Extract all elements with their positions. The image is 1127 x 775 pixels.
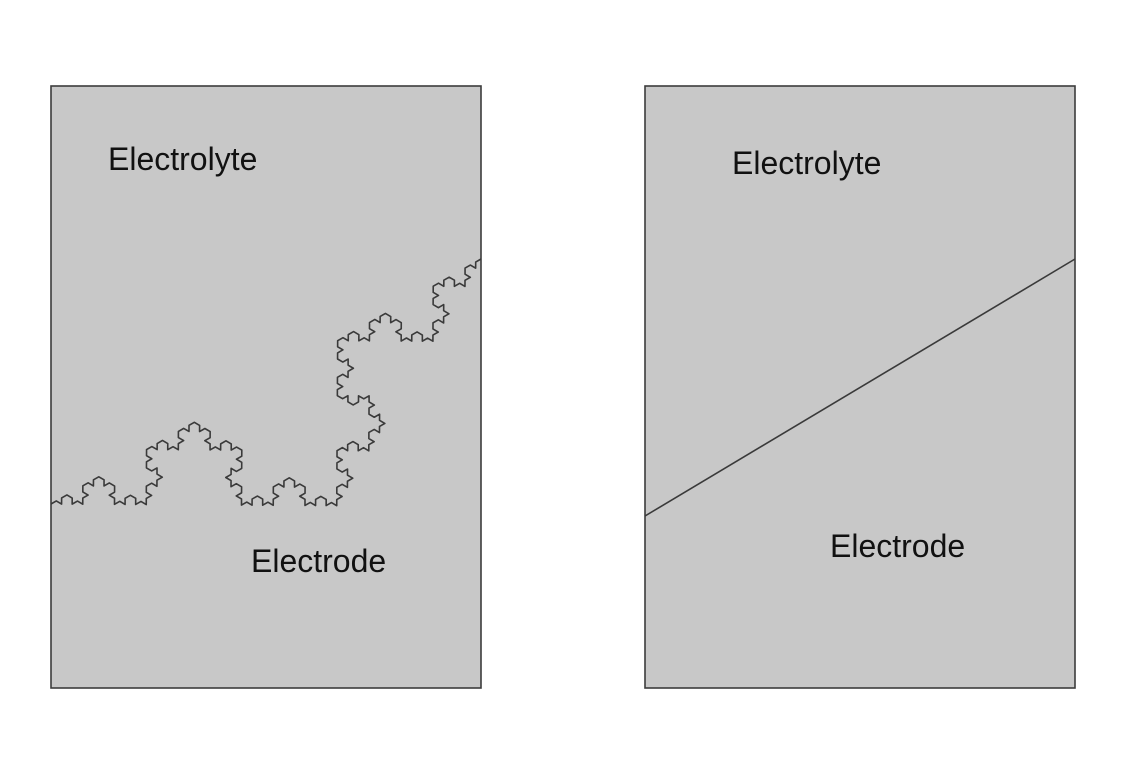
left-electrode-label: Electrode (251, 543, 386, 579)
right-electrolyte-label: Electrolyte (732, 145, 881, 181)
panel-rough-interface: Electrolyte Electrode (50, 85, 482, 689)
left-electrolyte-label: Electrolyte (108, 141, 257, 177)
straight-interface-line (644, 258, 1076, 517)
fractal-interface-line (50, 258, 482, 507)
panel-smooth-interface: Electrolyte Electrode (644, 85, 1076, 689)
panel-left-background (50, 85, 482, 689)
right-electrode-label: Electrode (830, 528, 965, 564)
